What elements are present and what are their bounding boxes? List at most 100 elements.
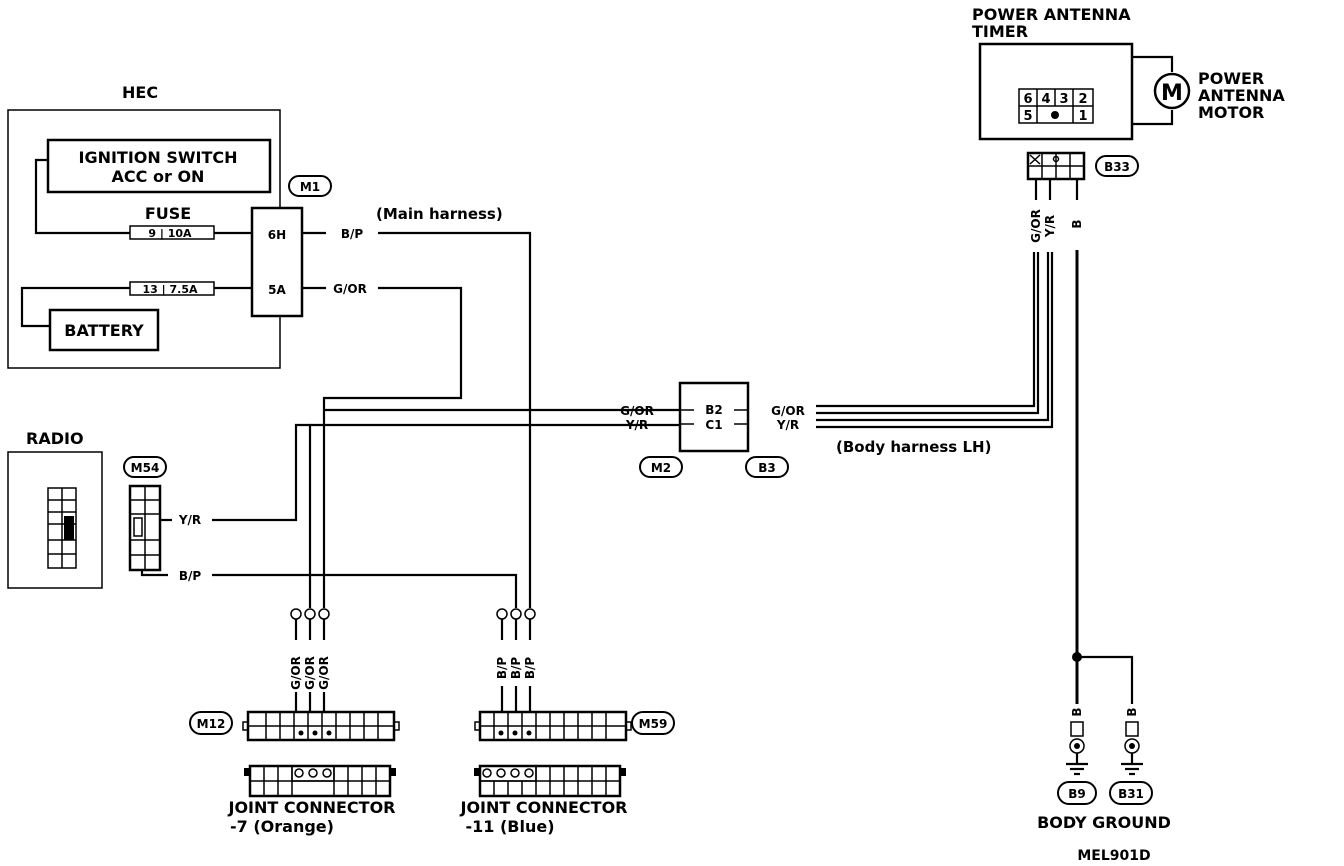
b31-badge [1109, 781, 1153, 805]
motor-symbol [1153, 72, 1191, 110]
terminal-c1: C1 [705, 418, 722, 432]
body-harness-label: (Body harness LH) [836, 438, 991, 456]
wire-gor-label-b33: G/OR [1029, 209, 1043, 243]
ground-terminal-b31 [1121, 721, 1143, 776]
m12-badge-label: M12 [197, 717, 226, 731]
wire-yr-label-b33: Y/R [1043, 215, 1057, 238]
timer-pin-1: 1 [1078, 109, 1087, 124]
wire-ground-branch [1077, 655, 1134, 704]
joint7-connector-face [244, 764, 396, 798]
joint11-sublabel: -11 (Blue) [465, 817, 554, 836]
wire-b-label-b33: B [1070, 219, 1084, 228]
b9-badge [1057, 781, 1097, 805]
wire-battery-fuse [20, 286, 130, 328]
m54-badge-label: M54 [131, 461, 160, 475]
m59-badge [631, 711, 675, 735]
m59-connector [474, 710, 632, 742]
m1-badge-label: M1 [300, 180, 320, 194]
joint7-label: JOINT CONNECTOR [227, 798, 395, 817]
b9-badge-label: B9 [1068, 787, 1086, 801]
wire-yr-label-radio: Y/R [178, 513, 201, 527]
joint11-connector-face [474, 764, 626, 798]
wire-bp-main [378, 231, 532, 608]
joint11-taps [496, 608, 536, 712]
wire-b-label-b9: B [1070, 707, 1084, 716]
radio-connector-grid [47, 487, 77, 569]
wire-gor-label-m2: G/OR [620, 404, 654, 418]
wire-bp-label-m1: B/P [341, 227, 364, 241]
joint11-label: JOINT CONNECTOR [459, 798, 627, 817]
m2-badge-label: M2 [651, 461, 671, 475]
wire-yr-label-b3: Y/R [776, 418, 799, 432]
m2-b3-connector [678, 381, 750, 453]
ignition-switch-label: IGNITION SWITCH [78, 148, 237, 167]
terminal-5a: 5A [268, 283, 286, 297]
wire-ignition-fuse [34, 158, 130, 235]
timer-subtitle: TIMER [972, 22, 1028, 41]
fuse-9-label: 9 | 10A [148, 227, 192, 240]
motor-label-1: POWER [1198, 69, 1264, 88]
timer-box [978, 42, 1134, 141]
motor-label-3: MOTOR [1198, 103, 1264, 122]
wire-bp-label-j11-3: B/P [523, 657, 537, 680]
motor-label-2: ANTENNA [1198, 86, 1285, 105]
wire-gor-label-j7-1: G/OR [289, 656, 303, 690]
hec-title: HEC [122, 83, 158, 102]
timer-pin-5: 5 [1023, 109, 1032, 124]
wire-gor-label-j7-2: G/OR [303, 656, 317, 690]
body-ground-label: BODY GROUND [1037, 813, 1171, 832]
terminal-b2: B2 [705, 403, 723, 417]
battery-label: BATTERY [64, 321, 144, 340]
wire-b-label-b31: B [1125, 707, 1139, 716]
wire-yr-radio [212, 423, 312, 608]
m2-badge [639, 456, 683, 478]
b33-badge-label: B33 [1104, 160, 1130, 174]
wire-bp-label-j11-1: B/P [495, 657, 509, 680]
fuse-13-label: 13 | 7.5A [143, 283, 198, 296]
timer-title: POWER ANTENNA [972, 5, 1131, 24]
timer-pin-2: 2 [1078, 92, 1087, 107]
ignition-switch-box [46, 138, 272, 194]
b3-badge-label: B3 [758, 461, 776, 475]
radio-title: RADIO [26, 429, 84, 448]
timer-pin-6: 6 [1023, 92, 1032, 107]
m1-connector [250, 206, 304, 318]
body-harness-wires [816, 252, 1054, 429]
b33-connector [1026, 151, 1086, 181]
b3-badge [745, 456, 789, 478]
timer-pin-3: 3 [1059, 92, 1068, 107]
b31-badge-label: B31 [1118, 787, 1144, 801]
wire-bp-radio [212, 573, 518, 608]
wire-gor-label-j7-3: G/OR [317, 656, 331, 690]
ground-terminal-b9 [1066, 721, 1088, 776]
fuse-label: FUSE [145, 204, 191, 223]
wire-bp-label-radio: B/P [179, 569, 202, 583]
m12-badge [189, 711, 233, 735]
motor-icon: M [1161, 81, 1183, 106]
wire-bp-label-j11-2: B/P [509, 657, 523, 680]
m12-connector [242, 710, 400, 742]
motor-wire-top [1132, 55, 1174, 72]
timer-pin-4: 4 [1041, 92, 1050, 107]
joint7-taps [290, 608, 330, 712]
ignition-switch-mode: ACC or ON [112, 167, 205, 186]
joint7-sublabel: -7 (Orange) [230, 817, 334, 836]
b33-badge [1095, 155, 1139, 177]
terminal-6h: 6H [268, 228, 286, 242]
main-harness-label: (Main harness) [376, 205, 503, 223]
radio-box [7, 451, 103, 589]
motor-wire-bottom [1132, 110, 1174, 126]
m54-badge [123, 456, 167, 478]
battery-box [48, 308, 160, 352]
m59-badge-label: M59 [639, 717, 668, 731]
m1-badge [288, 175, 332, 197]
wire-gor-label-b3: G/OR [771, 404, 805, 418]
wire-gor-main [322, 286, 463, 608]
diagram-code: MEL901D [1077, 848, 1150, 864]
wire-gor-label-m1: G/OR [333, 282, 367, 296]
timer-pin-grid [1018, 88, 1094, 124]
m54-connector [128, 484, 162, 572]
wire-stub-bp-radio [140, 570, 168, 577]
wire-yr-label-m2: Y/R [625, 418, 648, 432]
